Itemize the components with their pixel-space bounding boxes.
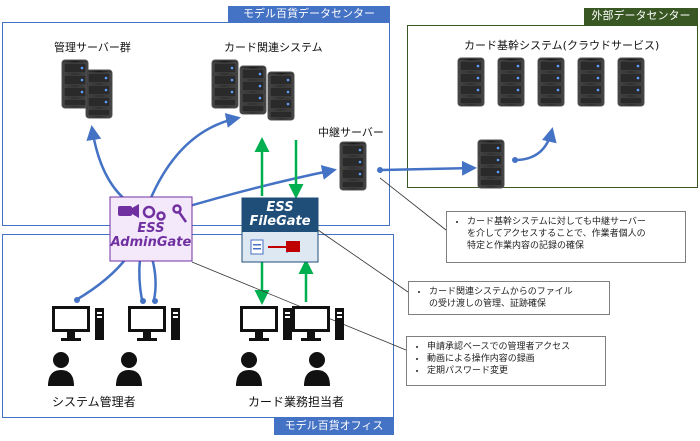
leader-filegate: [317, 229, 409, 293]
pc-admin-2: [128, 306, 180, 341]
mgmt-server-1: [61, 59, 89, 109]
relay-server-label: 中継サーバー: [318, 126, 384, 139]
relay-note-line: カード基幹システムに対しても中継サーバーを介してアクセスすることで、作業者個人の…: [467, 216, 679, 252]
filegate-box: [241, 197, 319, 263]
external-tag: 外部データセンター: [584, 8, 698, 25]
office-region: [2, 234, 394, 418]
office-tag: モデル百貨オフィス: [274, 418, 394, 435]
arrow-to-card: [148, 113, 241, 201]
admin-link-2: [138, 257, 144, 301]
mgmt-server-2: [85, 69, 113, 119]
admingate-note-item: 定期パスワード変更: [427, 365, 599, 377]
person-icon: [48, 352, 74, 386]
sys-admin-label: システム管理者: [52, 395, 136, 409]
admingate-note-item: 申請承認ベースでの管理者アクセス: [427, 341, 599, 353]
core-system-label: カード基幹システム(クラウドサービス): [464, 39, 660, 52]
arrow-to-relay: [175, 165, 337, 212]
datacenter-region: [2, 22, 390, 226]
pc-admin-1: [52, 306, 104, 341]
relay-server: [339, 141, 367, 191]
key-icon: [172, 204, 188, 223]
arrow-relay-to-cloud: [379, 160, 477, 176]
cloud-server-2: [497, 57, 525, 107]
person-icon: [116, 352, 142, 386]
mgmt-servers-label: 管理サーバー群: [54, 41, 131, 54]
pc-staff-1: [240, 306, 292, 341]
leader-relay: [379, 177, 447, 231]
gear-icon: [142, 205, 166, 221]
cloud-server-6: [477, 139, 505, 189]
video-camera-icon: [118, 206, 132, 216]
arrow-cloud-internal: [514, 127, 557, 162]
relay-note: カード基幹システムに対しても中継サーバーを介してアクセスすることで、作業者個人の…: [446, 211, 686, 263]
person-icon: [236, 352, 262, 386]
card-server-1: [211, 59, 239, 109]
admin-link-1: [75, 255, 129, 302]
card-server-2: [239, 65, 267, 115]
admingate-note: 申請承認ベースでの管理者アクセス 動画による操作内容の録画 定期パスワード変更: [406, 336, 606, 386]
cloud-server-3: [537, 57, 565, 107]
admin-link-3: [150, 257, 157, 301]
cloud-server-1: [457, 57, 485, 107]
card-staff-label: カード業務担当者: [248, 395, 345, 409]
admingate-box: [109, 196, 193, 262]
card-systems-label: カード関連システム: [224, 41, 323, 54]
cloud-server-5: [617, 57, 645, 107]
card-server-3: [267, 71, 295, 121]
document-icon: [250, 239, 264, 255]
admingate-note-item: 動画による操作内容の録画: [427, 353, 599, 365]
person-icon: [304, 352, 330, 386]
datacenter-tag: モデル百貨データセンター: [228, 6, 390, 22]
cloud-server-4: [577, 57, 605, 107]
arrow-to-mgmt: [86, 125, 129, 203]
admingate-label: ESS AdminGate: [110, 221, 192, 250]
external-region: [407, 25, 698, 188]
filegate-label: ESS FileGate: [249, 200, 311, 229]
pc-staff-2: [292, 306, 344, 341]
